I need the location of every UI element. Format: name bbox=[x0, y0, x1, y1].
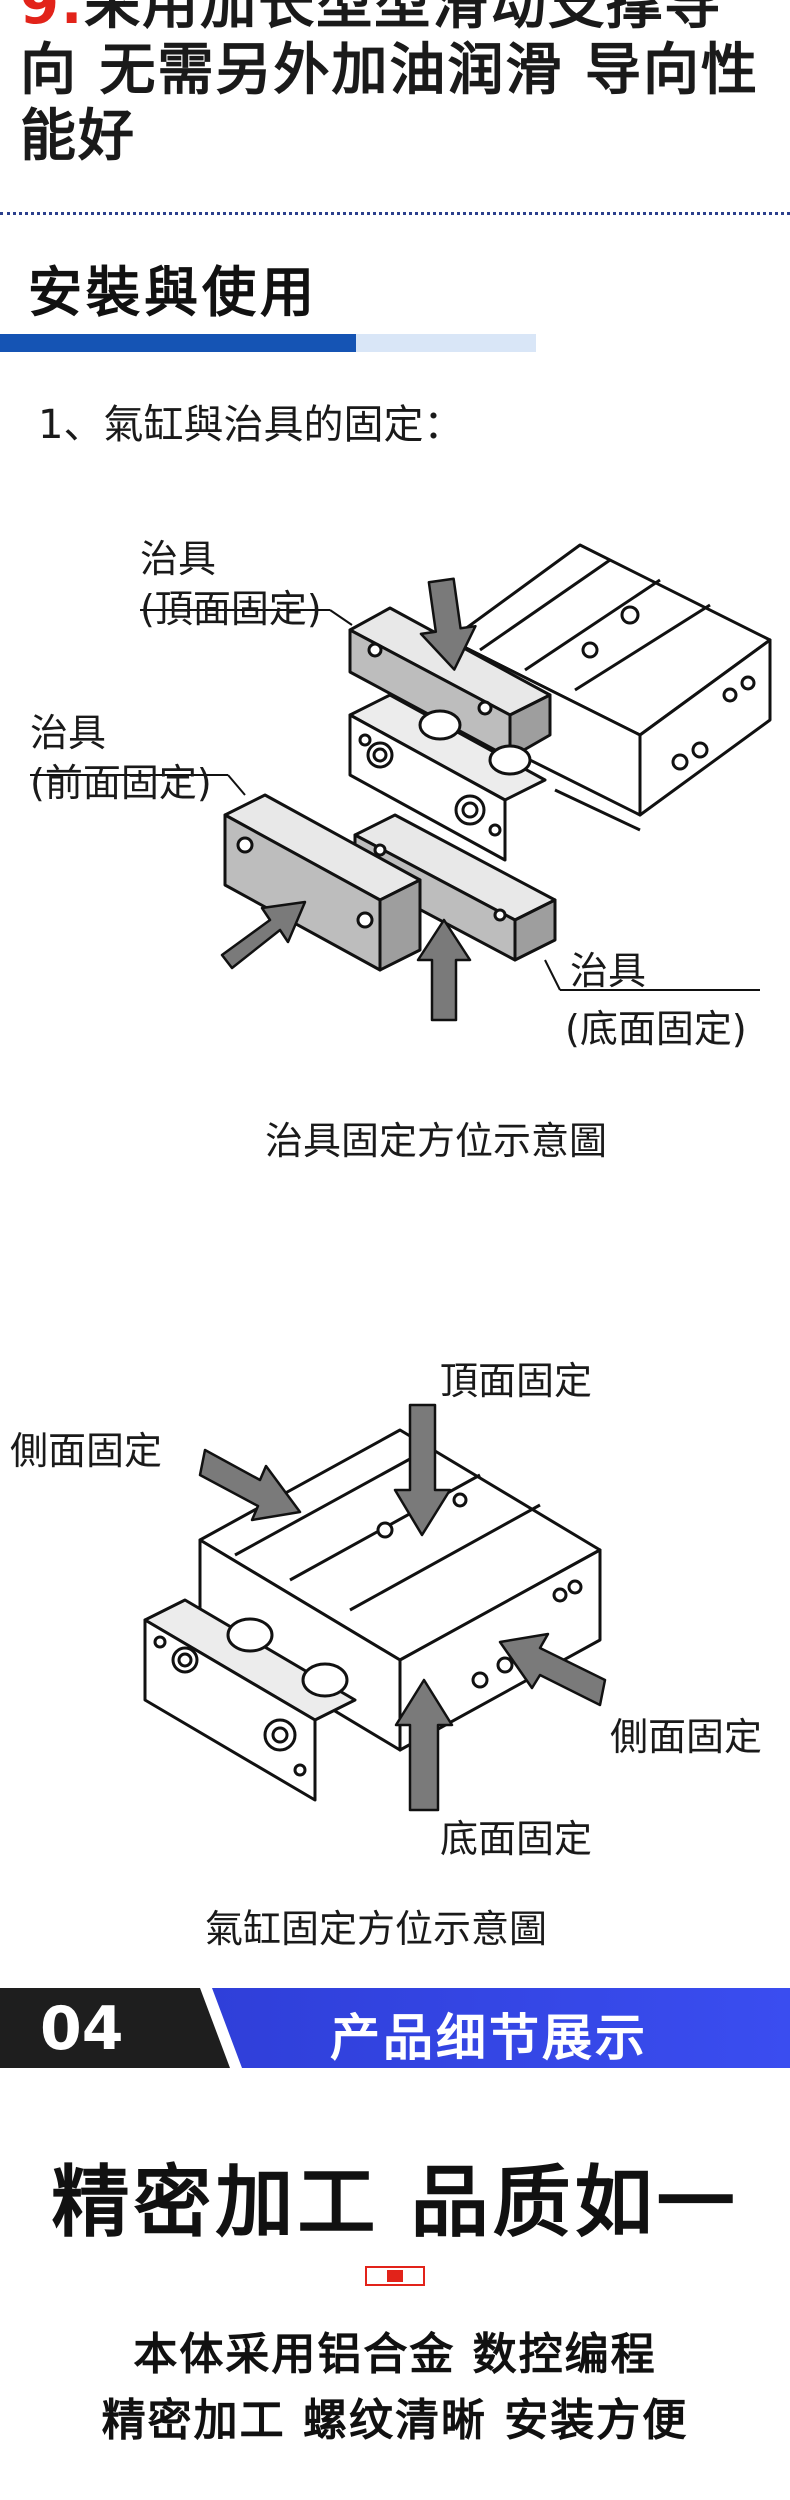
banner-title: 产品细节展示 bbox=[330, 2009, 648, 2067]
fixture-mounting-diagram bbox=[30, 543, 772, 1022]
label-front-fixture-line2: (前面固定) bbox=[30, 761, 212, 805]
banner-dark-panel bbox=[0, 1988, 230, 2068]
banner-blue-panel bbox=[212, 1988, 790, 2068]
detail-line-2: 精密加工 螺纹清晰 安装方便 bbox=[101, 2395, 689, 2446]
detail-title: 精密加工 品质如一 bbox=[51, 2158, 739, 2248]
label-left-side-mount: 側面固定 bbox=[10, 1429, 163, 1473]
banner-number: 04 bbox=[40, 1994, 124, 2064]
diagram-2-caption: 氣缸固定方位示意圖 bbox=[205, 1907, 548, 1951]
section-title: 安裝與使用 bbox=[28, 261, 318, 324]
section-04-banner: 04 产品细节展示 bbox=[0, 1988, 790, 2068]
feature-heading: 9.采用加长型型滑动支撑导向 无需另外加油润滑 导向性能好 bbox=[20, 0, 780, 170]
label-right-side-mount: 側面固定 bbox=[610, 1715, 763, 1759]
label-front-fixture-line1: 治具 bbox=[30, 711, 107, 755]
feature-text: 采用加长型型滑动支撑导向 无需另外加油润滑 导向性能好 bbox=[20, 0, 759, 169]
dotted-divider bbox=[0, 212, 790, 215]
red-mark-icon bbox=[365, 2266, 425, 2286]
cylinder-mounting-diagram bbox=[143, 1403, 607, 1812]
label-bottom-fixture-line2: (底面固定) bbox=[565, 1007, 747, 1051]
label-top-fixture-line1: 治具 bbox=[140, 537, 217, 581]
feature-number: 9. bbox=[20, 0, 85, 37]
label-bottom-fixture-line1: 治具 bbox=[570, 949, 647, 993]
section-underline-dark bbox=[0, 334, 356, 352]
section-underline-light bbox=[356, 334, 536, 352]
detail-line-1: 本体采用铝合金 数控编程 bbox=[133, 2329, 657, 2380]
label-bottom-mount: 底面固定 bbox=[440, 1817, 593, 1861]
label-top-mount: 頂面固定 bbox=[440, 1359, 593, 1403]
step-1-text: 1、氣缸與治具的固定： bbox=[38, 402, 464, 448]
label-top-fixture-line2: (頂面固定) bbox=[140, 587, 322, 631]
diagram-1-caption: 治具固定方位示意圖 bbox=[265, 1119, 608, 1163]
